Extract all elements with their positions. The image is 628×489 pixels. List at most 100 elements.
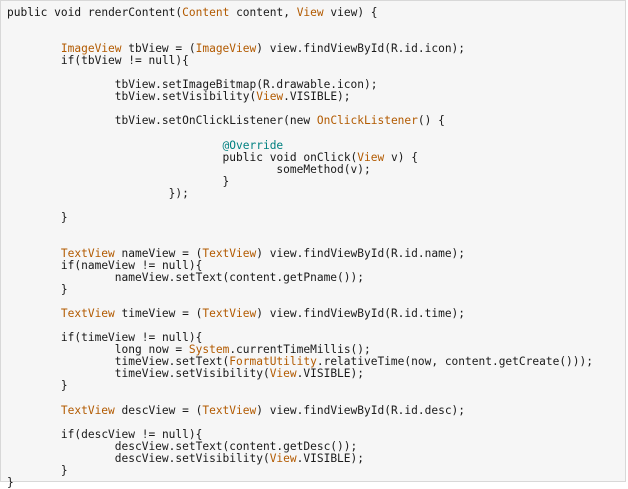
- code-token: TextView: [60, 246, 115, 260]
- code-line: tbView.setVisibility(View.VISIBLE);: [7, 91, 593, 103]
- code-token: nameView.setText(content.getPname());: [7, 271, 364, 285]
- code-token: [7, 404, 61, 417]
- code-token: if: [60, 427, 75, 441]
- code-token: descView.setText(content.getDesc());: [7, 439, 358, 453]
- code-token: null: [161, 427, 189, 441]
- code-token: [263, 151, 270, 164]
- code-token: tbView = (: [121, 42, 196, 56]
- code-line: }: [7, 174, 593, 188]
- code-line: descView.setVisibility(View.VISIBLE);: [7, 451, 593, 465]
- code-token: (descView !=: [74, 427, 162, 441]
- code-line: }: [7, 284, 593, 296]
- code-token: timeView.setVisibility(: [7, 367, 270, 381]
- code-line: tbView.setImageBitmap(R.drawable.icon);: [7, 79, 593, 91]
- code-token: ) view.findViewById(R.id.time);: [256, 307, 466, 321]
- code-line: timeView.setText(FormatUtility.relativeT…: [7, 356, 593, 368]
- code-line: if(tbView != null){: [7, 55, 593, 67]
- code-token: [7, 139, 223, 152]
- code-token: @Override: [222, 138, 284, 152]
- code-line: tbView.setOnClickListener(new OnClickLis…: [7, 115, 593, 127]
- code-token: descView.setVisibility(: [7, 451, 270, 465]
- code-token: nameView = (: [114, 246, 203, 260]
- code-token: View: [357, 150, 385, 164]
- code-line: descView.setText(content.getDesc());: [7, 439, 593, 453]
- code-token: }: [7, 210, 68, 224]
- code-token: OnClickListener: [316, 114, 418, 128]
- code-token: .VISIBLE);: [283, 90, 351, 104]
- code-line: public void onClick(View v) {: [7, 150, 593, 164]
- code-token: }: [7, 379, 68, 393]
- code-line: }: [7, 476, 593, 489]
- code-token: [7, 331, 61, 344]
- code-token: null: [161, 258, 189, 272]
- code-token: tbView.setImageBitmap(R.drawable.icon);: [7, 78, 378, 92]
- code-token: timeView = (: [114, 307, 203, 321]
- code-token: ){: [188, 427, 203, 441]
- code-token: FormatUtility: [229, 355, 317, 369]
- code-token: TextView: [60, 307, 115, 321]
- code-line: nameView.setText(content.getPname());: [7, 272, 593, 284]
- code-token: ImageView: [60, 42, 122, 56]
- code-token: ) view.findViewById(R.id.desc);: [256, 403, 466, 417]
- code-token: void: [54, 6, 82, 19]
- code-token: timeView.setText(: [7, 355, 230, 369]
- code-token: .currentTimeMillis();: [229, 343, 371, 357]
- code-token: [310, 114, 317, 127]
- code-token: System: [188, 343, 230, 357]
- code-token: ){: [175, 54, 189, 68]
- code-line: TextView timeView = (TextView) view.find…: [7, 308, 593, 320]
- code-line: });: [7, 187, 593, 200]
- code-token: void: [269, 150, 297, 164]
- code-line: [7, 19, 593, 31]
- code-token: View: [269, 367, 297, 381]
- code-token: View: [296, 6, 324, 19]
- code-token: [7, 151, 223, 164]
- code-token: if: [60, 331, 75, 345]
- code-line: }: [7, 210, 593, 224]
- code-token: }: [7, 283, 68, 297]
- code-token: TextView: [202, 246, 257, 260]
- code-token: () {: [417, 114, 445, 128]
- code-token: [7, 247, 61, 260]
- code-token: TextView: [202, 307, 257, 321]
- code-token: TextView: [60, 403, 115, 417]
- code-line: timeView.setVisibility(View.VISIBLE);: [7, 368, 593, 380]
- code-token: public: [222, 150, 263, 164]
- code-token: TextView: [202, 403, 257, 417]
- code-token: onClick(: [296, 150, 358, 164]
- code-token: Content: [182, 6, 230, 19]
- code-token: }: [7, 463, 68, 477]
- code-token: .relativeTime(now, content.getCreate()))…: [316, 355, 593, 369]
- code-token: [7, 42, 61, 55]
- code-token: content,: [229, 6, 297, 19]
- code-token: null: [161, 331, 189, 345]
- code-line: if(timeView != null){: [7, 332, 593, 344]
- code-token: long: [114, 343, 142, 357]
- code-line: public void renderContent(Content conten…: [7, 6, 593, 19]
- code-line: ImageView tbView = (ImageView) view.find…: [7, 43, 593, 55]
- code-token: someMethod(v);: [7, 162, 371, 176]
- code-token: .VISIBLE);: [296, 367, 364, 381]
- code-line: someMethod(v);: [7, 162, 593, 176]
- code-token: [7, 343, 115, 356]
- code-line: [7, 224, 593, 236]
- code-line: @Override: [7, 138, 593, 152]
- code-token: [7, 259, 61, 272]
- code-token: (tbView !=: [74, 54, 149, 68]
- code-token: View: [256, 90, 284, 104]
- code-token: [7, 54, 61, 67]
- code-line: TextView descView = (TextView) view.find…: [7, 403, 593, 417]
- code-token: renderContent(: [81, 6, 183, 19]
- code-token: (nameView !=: [74, 258, 162, 272]
- code-token: [7, 307, 61, 320]
- code-block: public void renderContent(Content conten…: [7, 6, 593, 489]
- code-line: if(nameView != null){: [7, 258, 593, 272]
- code-token: if: [60, 54, 75, 68]
- code-token: v) {: [384, 150, 418, 164]
- code-line: long now = System.currentTimeMillis();: [7, 344, 593, 356]
- code-token: }: [7, 174, 230, 188]
- code-token: descView = (: [114, 403, 203, 417]
- code-line: TextView nameView = (TextView) view.find…: [7, 246, 593, 260]
- code-token: tbView.setOnClickListener(: [7, 114, 290, 128]
